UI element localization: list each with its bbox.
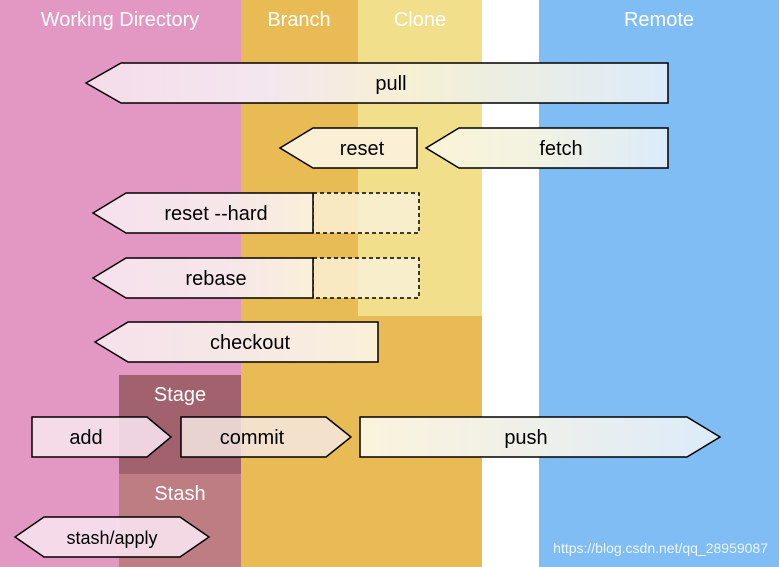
rebase-arrow: rebase (91, 257, 420, 299)
reset-label: reset (340, 138, 385, 160)
branch-title: Branch (267, 9, 330, 31)
checkout-arrow: checkout (93, 321, 379, 363)
pull-label: pull (375, 73, 406, 95)
commit-label: commit (220, 427, 285, 449)
rebase-label: rebase (185, 268, 246, 290)
stash-title: Stash (154, 483, 205, 505)
reset-arrow: reset (278, 127, 418, 169)
stash-apply-label: stash/apply (66, 528, 157, 548)
commit-arrow: commit (180, 416, 353, 458)
watermark-text: https://blog.csdn.net/qq_28959087 (553, 540, 768, 556)
add-label: add (69, 427, 102, 449)
fetch-label: fetch (539, 138, 582, 160)
clone-title: Clone (394, 9, 446, 31)
add-arrow: add (31, 416, 173, 458)
remote-title: Remote (624, 9, 694, 31)
reset-hard-label: reset --hard (164, 203, 267, 225)
stash-apply-arrow: stash/apply (13, 516, 211, 558)
fetch-arrow: fetch (424, 127, 669, 169)
push-label: push (504, 427, 547, 449)
stage-title: Stage (154, 384, 206, 406)
push-arrow: push (359, 416, 722, 458)
working-directory-title: Working Directory (41, 9, 200, 31)
pull-arrow: pull (84, 62, 669, 104)
checkout-label: checkout (210, 332, 290, 354)
reset-hard-arrow: reset --hard (91, 192, 420, 234)
